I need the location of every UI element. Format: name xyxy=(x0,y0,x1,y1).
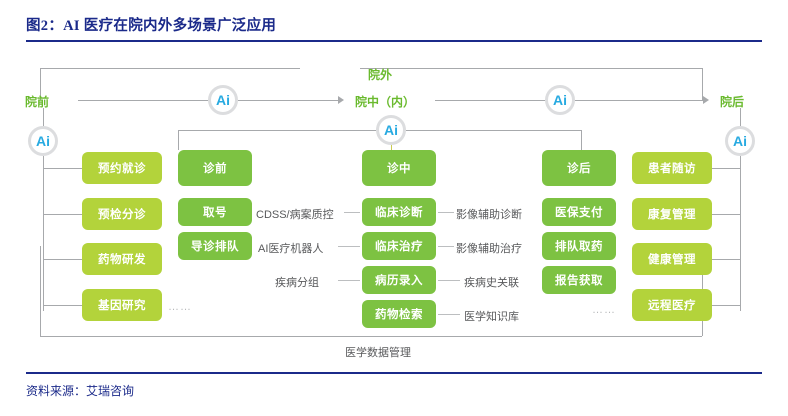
link-pre-4 xyxy=(43,305,82,306)
box-post-consult-3[interactable]: 报告获取 xyxy=(542,266,616,294)
ellipsis-post-consult: …… xyxy=(592,304,616,316)
side-label-left-3: 疾病分组 xyxy=(275,277,319,289)
spine-pre-top xyxy=(43,108,44,126)
diagram-canvas: 院前 院外 院中（内） 院后 Ai Ai Ai Ai Ai 预约就诊 xyxy=(0,46,788,366)
ai-badge-flow-right: Ai xyxy=(545,85,575,115)
outer-frame-left-riser xyxy=(40,68,41,100)
center-bracket-left-drop xyxy=(178,130,179,150)
outer-frame-bottom xyxy=(40,336,702,337)
outer-frame-right-riser xyxy=(702,68,703,100)
flow-arrowhead-right xyxy=(703,96,709,104)
connector-left-1 xyxy=(344,212,360,213)
title-divider xyxy=(26,40,762,42)
box-pre-consult-2[interactable]: 导诊排队 xyxy=(178,232,252,260)
box-in-consult-4[interactable]: 药物检索 xyxy=(362,300,436,328)
connector-right-3 xyxy=(438,280,460,281)
link-pre-2 xyxy=(43,214,82,215)
stage-label-during: 院中（内） xyxy=(355,95,416,109)
box-header-pre-consult[interactable]: 诊前 xyxy=(178,150,252,186)
box-post-hospital-3[interactable]: 健康管理 xyxy=(632,243,712,275)
flow-arrow-right-a xyxy=(435,100,545,101)
box-pre-hospital-4[interactable]: 基因研究 xyxy=(82,289,162,321)
spine-pre-bottom xyxy=(43,156,44,311)
box-pre-hospital-1[interactable]: 预约就诊 xyxy=(82,152,162,184)
side-label-right-3: 疾病史关联 xyxy=(464,277,519,289)
box-in-consult-2[interactable]: 临床治疗 xyxy=(362,232,436,260)
stage-label-after: 院后 xyxy=(720,95,745,109)
link-post-3 xyxy=(712,259,740,260)
center-bracket-right-drop xyxy=(581,130,582,150)
footer-divider xyxy=(26,372,762,374)
bottom-label-data-management: 医学数据管理 xyxy=(345,347,411,359)
connector-right-1 xyxy=(438,212,454,213)
outer-frame-top-right xyxy=(360,68,702,69)
outer-frame-top-left xyxy=(40,68,300,69)
spine-post-bottom xyxy=(740,156,741,311)
ellipsis-pre-hospital: …… xyxy=(168,301,192,313)
box-header-in-consult[interactable]: 诊中 xyxy=(362,150,436,186)
box-pre-hospital-3[interactable]: 药物研发 xyxy=(82,243,162,275)
box-in-consult-1[interactable]: 临床诊断 xyxy=(362,198,436,226)
side-label-right-4: 医学知识库 xyxy=(464,311,519,323)
box-post-consult-2[interactable]: 排队取药 xyxy=(542,232,616,260)
box-post-hospital-2[interactable]: 康复管理 xyxy=(632,198,712,230)
flow-arrowhead-left xyxy=(338,96,344,104)
outer-frame-left-drop xyxy=(40,246,41,336)
ai-badge-post-hospital: Ai xyxy=(725,126,755,156)
side-label-left-2: AI医疗机器人 xyxy=(258,243,324,255)
link-pre-1 xyxy=(43,168,82,169)
spine-post-top xyxy=(740,108,741,126)
side-label-right-1: 影像辅助诊断 xyxy=(456,209,522,221)
box-post-hospital-1[interactable]: 患者随访 xyxy=(632,152,712,184)
link-post-2 xyxy=(712,214,740,215)
ai-badge-pre-hospital: Ai xyxy=(28,126,58,156)
link-post-1 xyxy=(712,168,740,169)
link-post-4 xyxy=(712,305,740,306)
connector-left-3 xyxy=(338,280,360,281)
connector-right-4 xyxy=(438,314,460,315)
stage-label-before: 院前 xyxy=(25,95,50,109)
connector-left-2 xyxy=(338,246,360,247)
box-in-consult-3[interactable]: 病历录入 xyxy=(362,266,436,294)
side-label-right-2: 影像辅助治疗 xyxy=(456,243,522,255)
box-post-consult-1[interactable]: 医保支付 xyxy=(542,198,616,226)
source-note: 资料来源：艾瑞咨询 xyxy=(26,384,135,398)
box-header-post-consult[interactable]: 诊后 xyxy=(542,150,616,186)
center-bracket-right xyxy=(406,130,581,131)
link-pre-3 xyxy=(43,259,82,260)
flow-arrow-right-b xyxy=(575,100,703,101)
box-post-hospital-4[interactable]: 远程医疗 xyxy=(632,289,712,321)
center-bracket-left xyxy=(178,130,376,131)
connector-right-2 xyxy=(438,246,454,247)
side-label-left-1: CDSS/病案质控 xyxy=(256,209,334,221)
box-pre-consult-1[interactable]: 取号 xyxy=(178,198,252,226)
box-pre-hospital-2[interactable]: 预检分诊 xyxy=(82,198,162,230)
center-stem xyxy=(391,145,392,153)
ai-badge-flow-left: Ai xyxy=(208,85,238,115)
ai-badge-center: Ai xyxy=(376,115,406,145)
page-title: 图2：AI 医疗在院内外多场景广泛应用 xyxy=(26,18,277,34)
stage-label-outside: 院外 xyxy=(368,68,393,82)
flow-arrow-left-a xyxy=(78,100,208,101)
flow-arrow-left-b xyxy=(238,100,338,101)
